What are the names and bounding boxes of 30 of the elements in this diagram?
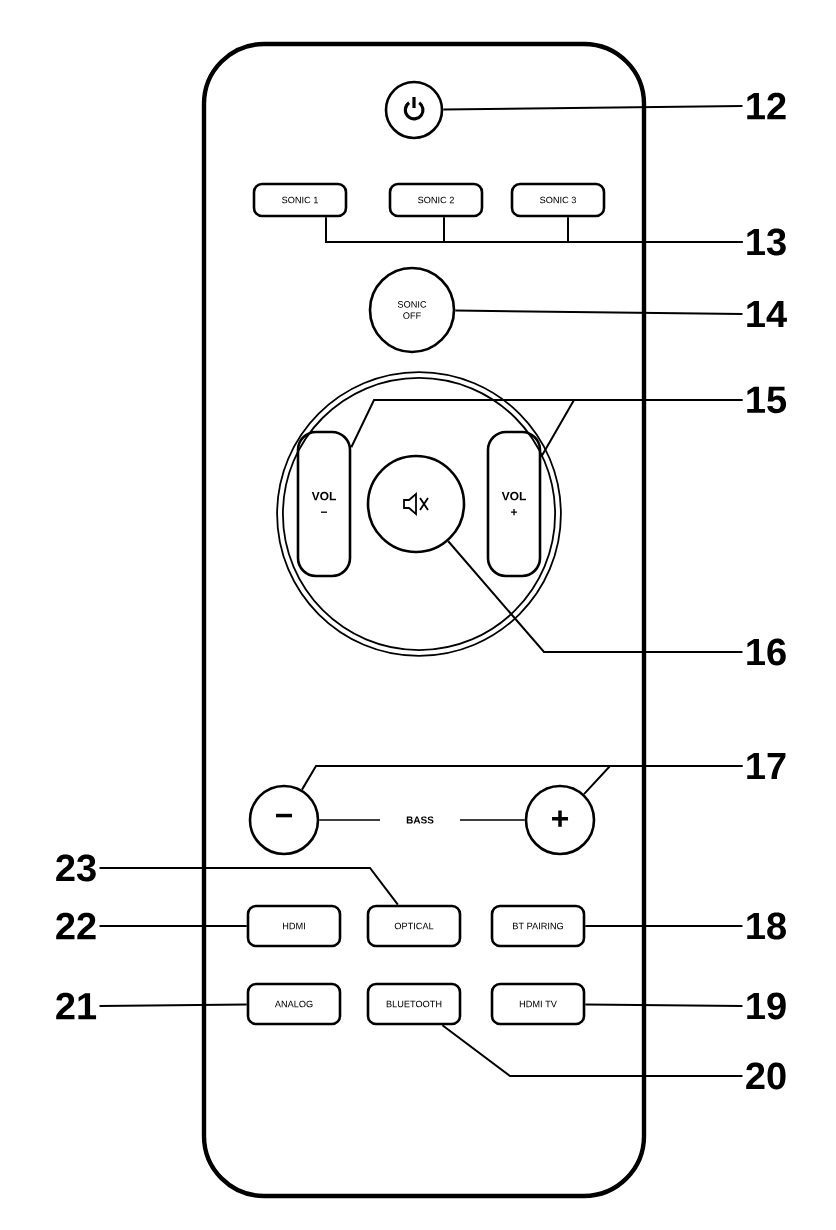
callout-number: 19 xyxy=(747,992,786,1020)
callout-number: 16 xyxy=(747,638,786,666)
callout-number: 12 xyxy=(747,92,786,120)
leader-line xyxy=(584,1003,744,1007)
bass-button: + xyxy=(524,784,596,856)
callout-number: 14 xyxy=(747,300,787,328)
round-button xyxy=(366,454,466,554)
leader-line xyxy=(98,867,399,906)
leader-line xyxy=(441,1024,744,1077)
leader-line xyxy=(98,1003,248,1007)
bass-button: − xyxy=(248,784,320,856)
callout-number: 18 xyxy=(747,912,786,940)
leader-line xyxy=(584,925,744,927)
callout-number: 13 xyxy=(747,228,786,256)
callout-number: 17 xyxy=(747,752,786,780)
leader-line xyxy=(540,399,744,458)
round-button xyxy=(384,80,444,140)
callout-number: 23 xyxy=(56,854,96,882)
remote-body xyxy=(201,41,647,1199)
callout-number: 21 xyxy=(56,992,97,1020)
leader-line xyxy=(567,216,744,243)
leader-line xyxy=(442,105,744,111)
volume-ring xyxy=(276,371,562,657)
leader-line xyxy=(583,765,744,796)
leader-line xyxy=(98,925,248,927)
callout-number: 15 xyxy=(747,386,787,414)
leader-line xyxy=(447,540,744,653)
leader-line xyxy=(454,309,744,315)
callout-number: 20 xyxy=(746,1062,786,1090)
callout-number: 22 xyxy=(56,912,96,940)
